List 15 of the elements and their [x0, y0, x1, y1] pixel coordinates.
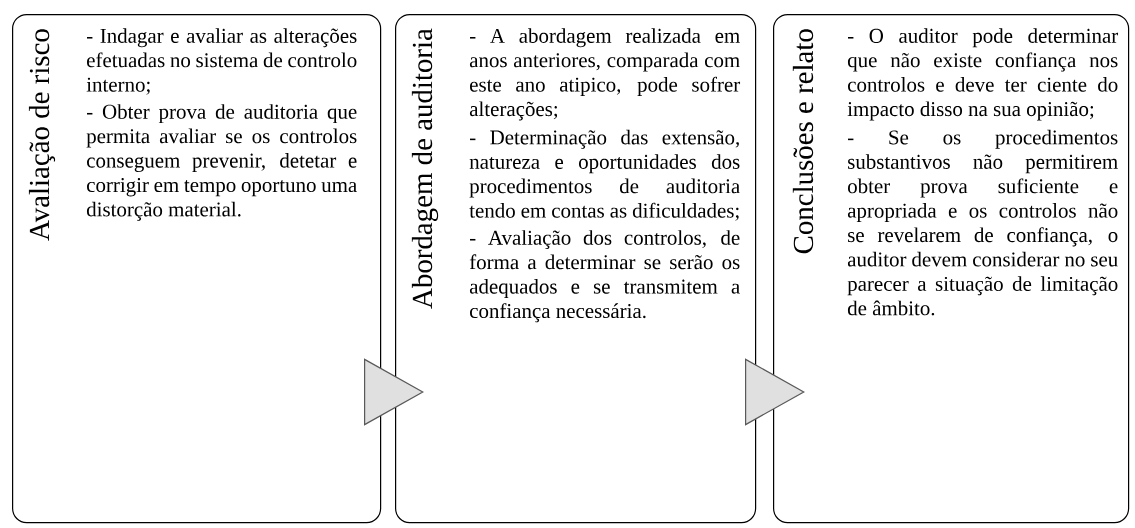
- panel-heading: Abordagem de auditoria: [411, 28, 439, 309]
- panel: [395, 14, 757, 524]
- paragraph: - Avaliação dos controlos, de forma a determinar se serão os adequados e se transmitem a confiança necessária.: [469, 230, 740, 323]
- panel: [773, 14, 1130, 524]
- paragraph: - Se os procedimentos substantivos não permitirem obter prova suficiente e apropriada e os controlos não se revelarem de confiança, o auditor devem considerar no seu parecer a situação de limitação de âmbito.: [847, 129, 1118, 316]
- paragraph: - Indagar e avaliar as alterações efetuadas no sistema de controlo interno;: [86, 28, 357, 95]
- panel-heading: Conclusões e relato: [792, 29, 814, 254]
- paragraph: - O auditor pode determinar que não existe confiança nos controlos e deve ter ciente do impacto disso na sua opinião;: [847, 28, 1119, 121]
- arrow: [363, 358, 424, 426]
- panel: [12, 14, 382, 524]
- panel-heading: Avaliação de risco: [28, 29, 56, 241]
- arrow: [744, 358, 805, 426]
- paragraph: - Determinação das extensão, natureza e oportunidades dos procedimentos de auditoria tendo em contas as dificuldades;: [469, 129, 740, 221]
- paragraph: - Obter prova de auditoria que permita avaliar se os controlos conseguem prevenir, detetar e corrigir em tempo oportuno uma distorção material.: [86, 104, 357, 221]
- paragraph: - A abordagem realizada em anos anteriores, comparada com este ano atipico, pode sofrer alterações;: [469, 28, 741, 121]
